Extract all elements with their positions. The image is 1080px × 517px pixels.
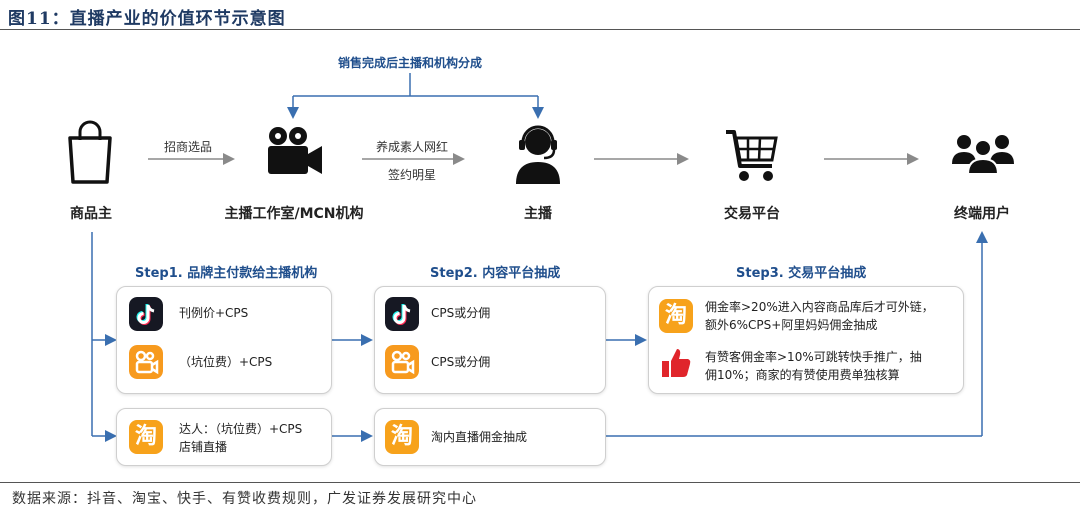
label-studio-anchor-2: 签约明星 xyxy=(387,168,437,182)
step2-title: Step2. 内容平台抽成 xyxy=(430,266,561,281)
bottom-right-card: 淘 淘内直播佣金抽成 xyxy=(374,408,606,466)
shopping-cart-icon xyxy=(726,130,778,181)
step1-title: Step1. 品牌主付款给主播机构 xyxy=(135,266,318,281)
taobao-icon: 淘 xyxy=(129,420,163,454)
label-studio-anchor-1: 养成素人网红 xyxy=(375,140,449,154)
kuaishou-icon xyxy=(385,345,419,383)
taobao-icon: 淘 xyxy=(659,299,693,333)
step1-card: 刊例价+CPS （坑位费）+CPS xyxy=(116,286,332,394)
label-merchant-studio: 招商选品 xyxy=(163,140,213,154)
step2-row-1: CPS或分佣 xyxy=(431,306,491,320)
step3-row-1-line-1: 佣金率>20%进入内容商品库后才可外链， xyxy=(705,300,934,314)
kuaishou-icon xyxy=(129,345,163,383)
bottom-left-card: 淘 达人：（坑位费）+CPS 店铺直播 xyxy=(116,408,332,466)
tiktok-icon xyxy=(385,297,419,335)
node-platform-label: 交易平台 xyxy=(724,206,780,222)
node-studio-label: 主播工作室/MCN机构 xyxy=(224,206,364,222)
figure-title: 图11：直播产业的价值环节示意图 xyxy=(8,9,286,29)
video-camera-icon xyxy=(268,127,322,174)
taobao-icon: 淘 xyxy=(385,420,419,454)
step2-card: CPS或分佣 CPS或分佣 xyxy=(374,286,606,394)
node-merchant-label: 商品主 xyxy=(70,206,112,222)
bottom-right-text: 淘内直播佣金抽成 xyxy=(431,430,528,444)
step3-card: 淘 佣金率>20%进入内容商品库后才可外链， 额外6%CPS+阿里妈妈佣金抽成 … xyxy=(648,286,964,394)
tiktok-icon xyxy=(129,297,163,335)
node-users-label: 终端用户 xyxy=(954,206,1010,222)
step3-title: Step3. 交易平台抽成 xyxy=(736,266,867,281)
source-rule xyxy=(0,482,1080,483)
step3-row-2-line-2: 佣10%；商家的有赞使用费单独核算 xyxy=(705,368,900,382)
step1-row-2: （坑位费）+CPS xyxy=(179,355,273,369)
thumbs-up-icon xyxy=(661,347,691,383)
bottom-left-line-1: 达人：（坑位费）+CPS xyxy=(179,422,303,436)
step1-row-1: 刊例价+CPS xyxy=(179,306,249,320)
title-rule xyxy=(0,29,1080,30)
bottom-left-line-2: 店铺直播 xyxy=(179,440,228,454)
source-note: 数据来源：抖音、淘宝、快手、有赞收费规则，广发证券发展研究中心 xyxy=(12,491,477,507)
top-note: 销售完成后主播和机构分成 xyxy=(337,56,483,70)
headset-anchor-icon xyxy=(516,125,560,184)
node-anchor-label: 主播 xyxy=(524,206,552,222)
users-group-icon xyxy=(952,135,1014,175)
step3-row-2-line-1: 有赞客佣金率>10%可跳转快手推广，抽 xyxy=(705,350,922,364)
shopping-bag-icon xyxy=(68,120,112,184)
step2-row-2: CPS或分佣 xyxy=(431,355,491,369)
step3-row-1-line-2: 额外6%CPS+阿里妈妈佣金抽成 xyxy=(705,318,878,332)
